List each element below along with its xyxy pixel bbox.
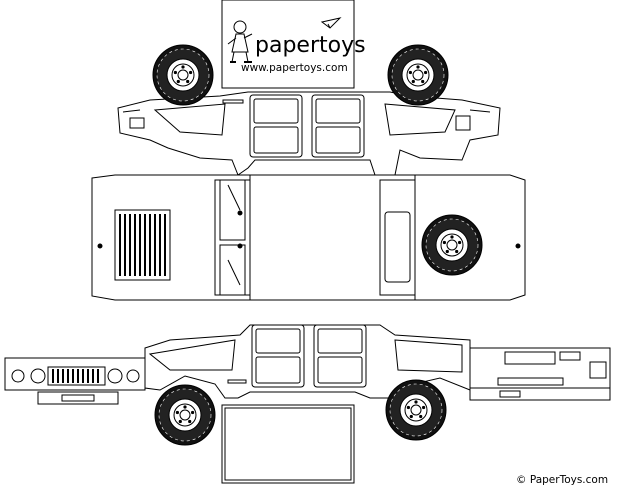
wheel-spare (421, 214, 483, 276)
paper-plane-icon (320, 17, 342, 29)
rear-panel (469, 347, 611, 401)
mascot-icon (227, 20, 253, 63)
wheel-bottom-left (154, 384, 216, 446)
lower-side-panel (144, 324, 471, 399)
hood-grille (114, 209, 171, 281)
wheel-top-left (152, 44, 214, 106)
copyright-notice: © PaperToys.com (516, 474, 609, 486)
wheel-bottom-right (385, 379, 447, 441)
front-bumper-panel (4, 357, 146, 405)
logo-url[interactable]: www.papertoys.com (241, 62, 348, 74)
logo-panel (221, 0, 355, 89)
upper-side-panel (117, 91, 501, 176)
roof-hood-panel (91, 174, 526, 301)
bottom-tab (221, 404, 355, 484)
logo-name: papertoys (255, 33, 366, 58)
wheel-top-right (387, 44, 449, 106)
